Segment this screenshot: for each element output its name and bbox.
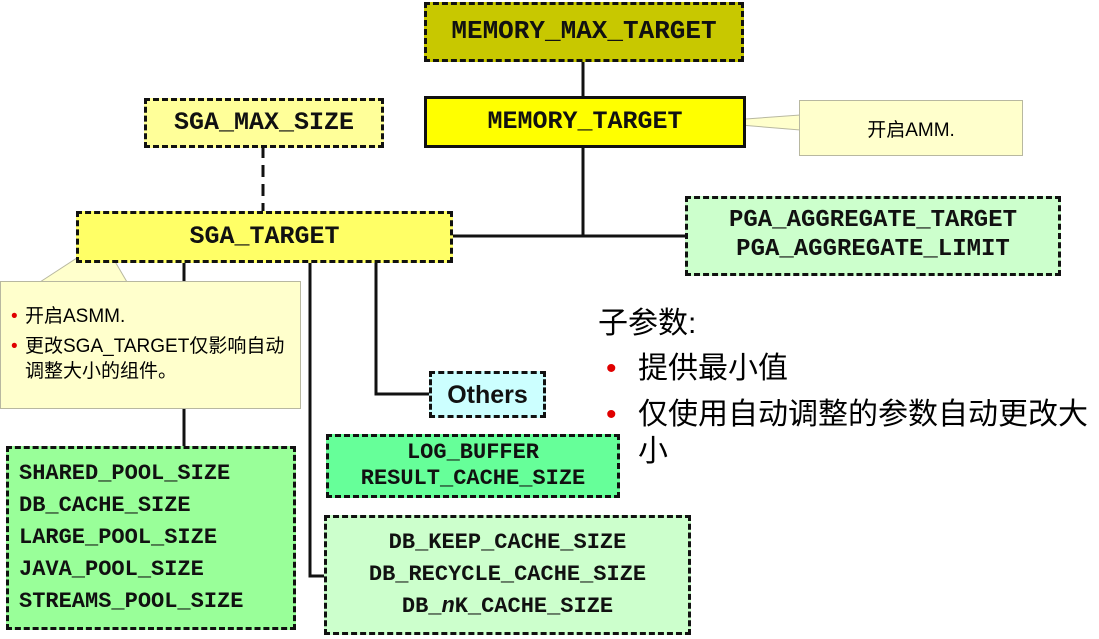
memory-target-label: MEMORY_TARGET <box>487 107 683 136</box>
db-keep-cache-size-label: DB_KEEP_CACHE_SIZE <box>388 530 627 556</box>
db-nk-cache-size-label: DB_nK_CACHE_SIZE <box>401 593 614 619</box>
sga-target-box: SGA_TARGET <box>76 211 453 263</box>
java-pool-size-label: JAVA_POOL_SIZE <box>19 556 204 582</box>
memory-max-target-box: MEMORY_MAX_TARGET <box>424 2 744 62</box>
amm-callout-text: 开启AMM. <box>867 119 955 141</box>
db-cache-size-label: DB_CACHE_SIZE <box>19 493 191 519</box>
db-recycle-cache-size-label: DB_RECYCLE_CACHE_SIZE <box>368 562 647 588</box>
connector-sga-cache <box>308 262 326 578</box>
asmm-callout: 开启ASMM. 更改SGA_TARGET仅影响自动调整大小的组件。 <box>0 281 301 409</box>
notes-item-1: 提供最小值 <box>598 350 1088 388</box>
streams-pool-size-label: STREAMS_POOL_SIZE <box>19 588 244 614</box>
others-box: Others <box>429 371 546 418</box>
notes-item-2: 仅使用自动调整的参数自动更改大小 <box>598 396 1088 471</box>
notes-title: 子参数: <box>598 307 697 340</box>
pga-box: PGA_AGGREGATE_TARGET PGA_AGGREGATE_LIMIT <box>685 196 1061 276</box>
sga-max-size-label: SGA_MAX_SIZE <box>173 108 355 137</box>
shared-pool-size-label: SHARED_POOL_SIZE <box>19 461 231 487</box>
sub-parameter-notes: 子参数: 提供最小值 仅使用自动调整的参数自动更改大小 <box>598 298 1088 471</box>
pga-aggregate-limit-label: PGA_AGGREGATE_LIMIT <box>736 236 1010 263</box>
asmm-callout-item-2: 更改SGA_TARGET仅影响自动调整大小的组件。 <box>11 334 292 385</box>
sga-target-label: SGA_TARGET <box>189 222 340 251</box>
result-cache-size-label: RESULT_CACHE_SIZE <box>360 466 586 491</box>
large-pool-size-label: LARGE_POOL_SIZE <box>19 525 218 551</box>
asmm-callout-item-1: 开启ASMM. <box>11 304 292 330</box>
log-buffer-box: LOG_BUFFER RESULT_CACHE_SIZE <box>326 434 620 498</box>
log-buffer-label: LOG_BUFFER <box>406 439 540 465</box>
amm-callout: 开启AMM. <box>799 100 1023 156</box>
memory-target-box: MEMORY_TARGET <box>424 96 746 148</box>
others-label: Others <box>447 380 528 409</box>
connector-sga-others <box>374 262 431 396</box>
sga-max-size-box: SGA_MAX_SIZE <box>144 98 384 148</box>
pools-box: SHARED_POOL_SIZE DB_CACHE_SIZE LARGE_POO… <box>6 446 296 630</box>
pga-aggregate-target-label: PGA_AGGREGATE_TARGET <box>728 207 1018 235</box>
memory-max-target-label: MEMORY_MAX_TARGET <box>451 16 717 47</box>
cache-group-box: DB_KEEP_CACHE_SIZE DB_RECYCLE_CACHE_SIZE… <box>324 515 691 635</box>
